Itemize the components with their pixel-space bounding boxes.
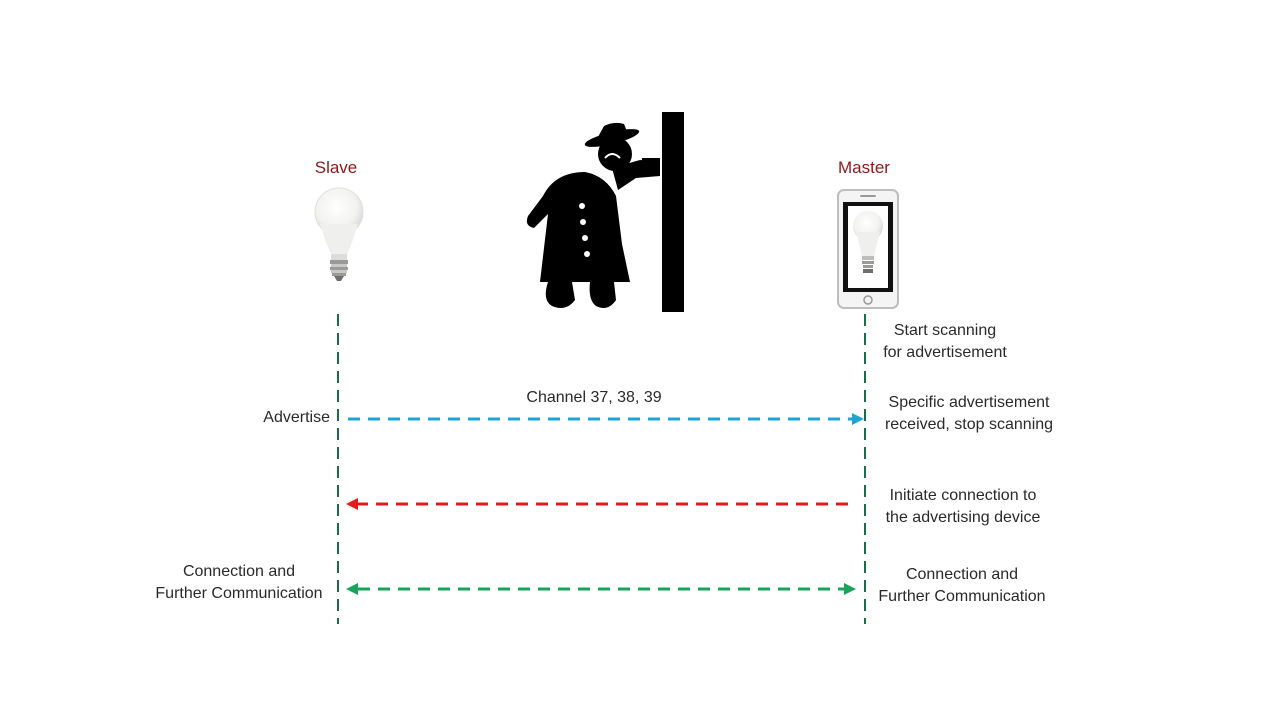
master-label: Master [824, 158, 904, 178]
advertisement-received-note: Specific advertisement received, stop sc… [874, 392, 1064, 436]
start-scanning-note: Start scanning for advertisement [868, 320, 1022, 364]
initiate-connection-note: Initiate connection to the advertising d… [868, 485, 1058, 529]
smartphone-icon [838, 190, 898, 308]
initiate-connection-note-line2: the advertising device [868, 507, 1058, 529]
advertise-arrow [348, 413, 864, 425]
light-bulb-icon [315, 188, 363, 281]
initiate-connection-arrow [346, 498, 852, 510]
channel-label: Channel 37, 38, 39 [494, 387, 694, 409]
start-scanning-note-line1: Start scanning [868, 320, 1022, 342]
initiate-connection-note-line1: Initiate connection to [868, 485, 1058, 507]
slave-connection-note-line1: Connection and [140, 561, 338, 583]
connection-arrow [346, 583, 856, 595]
master-connection-note-line1: Connection and [864, 564, 1060, 586]
master-connection-note-line2: Further Communication [864, 586, 1060, 608]
advertisement-received-note-line1: Specific advertisement [874, 392, 1064, 414]
slave-label: Slave [296, 158, 376, 178]
start-scanning-note-line2: for advertisement [868, 342, 1022, 364]
master-connection-note: Connection and Further Communication [864, 564, 1060, 608]
slave-connection-note-line2: Further Communication [140, 583, 338, 605]
eavesdropper-icon [527, 112, 684, 312]
advertisement-received-note-line2: received, stop scanning [874, 414, 1064, 436]
advertise-note: Advertise [200, 407, 330, 429]
slave-connection-note: Connection and Further Communication [140, 561, 338, 605]
